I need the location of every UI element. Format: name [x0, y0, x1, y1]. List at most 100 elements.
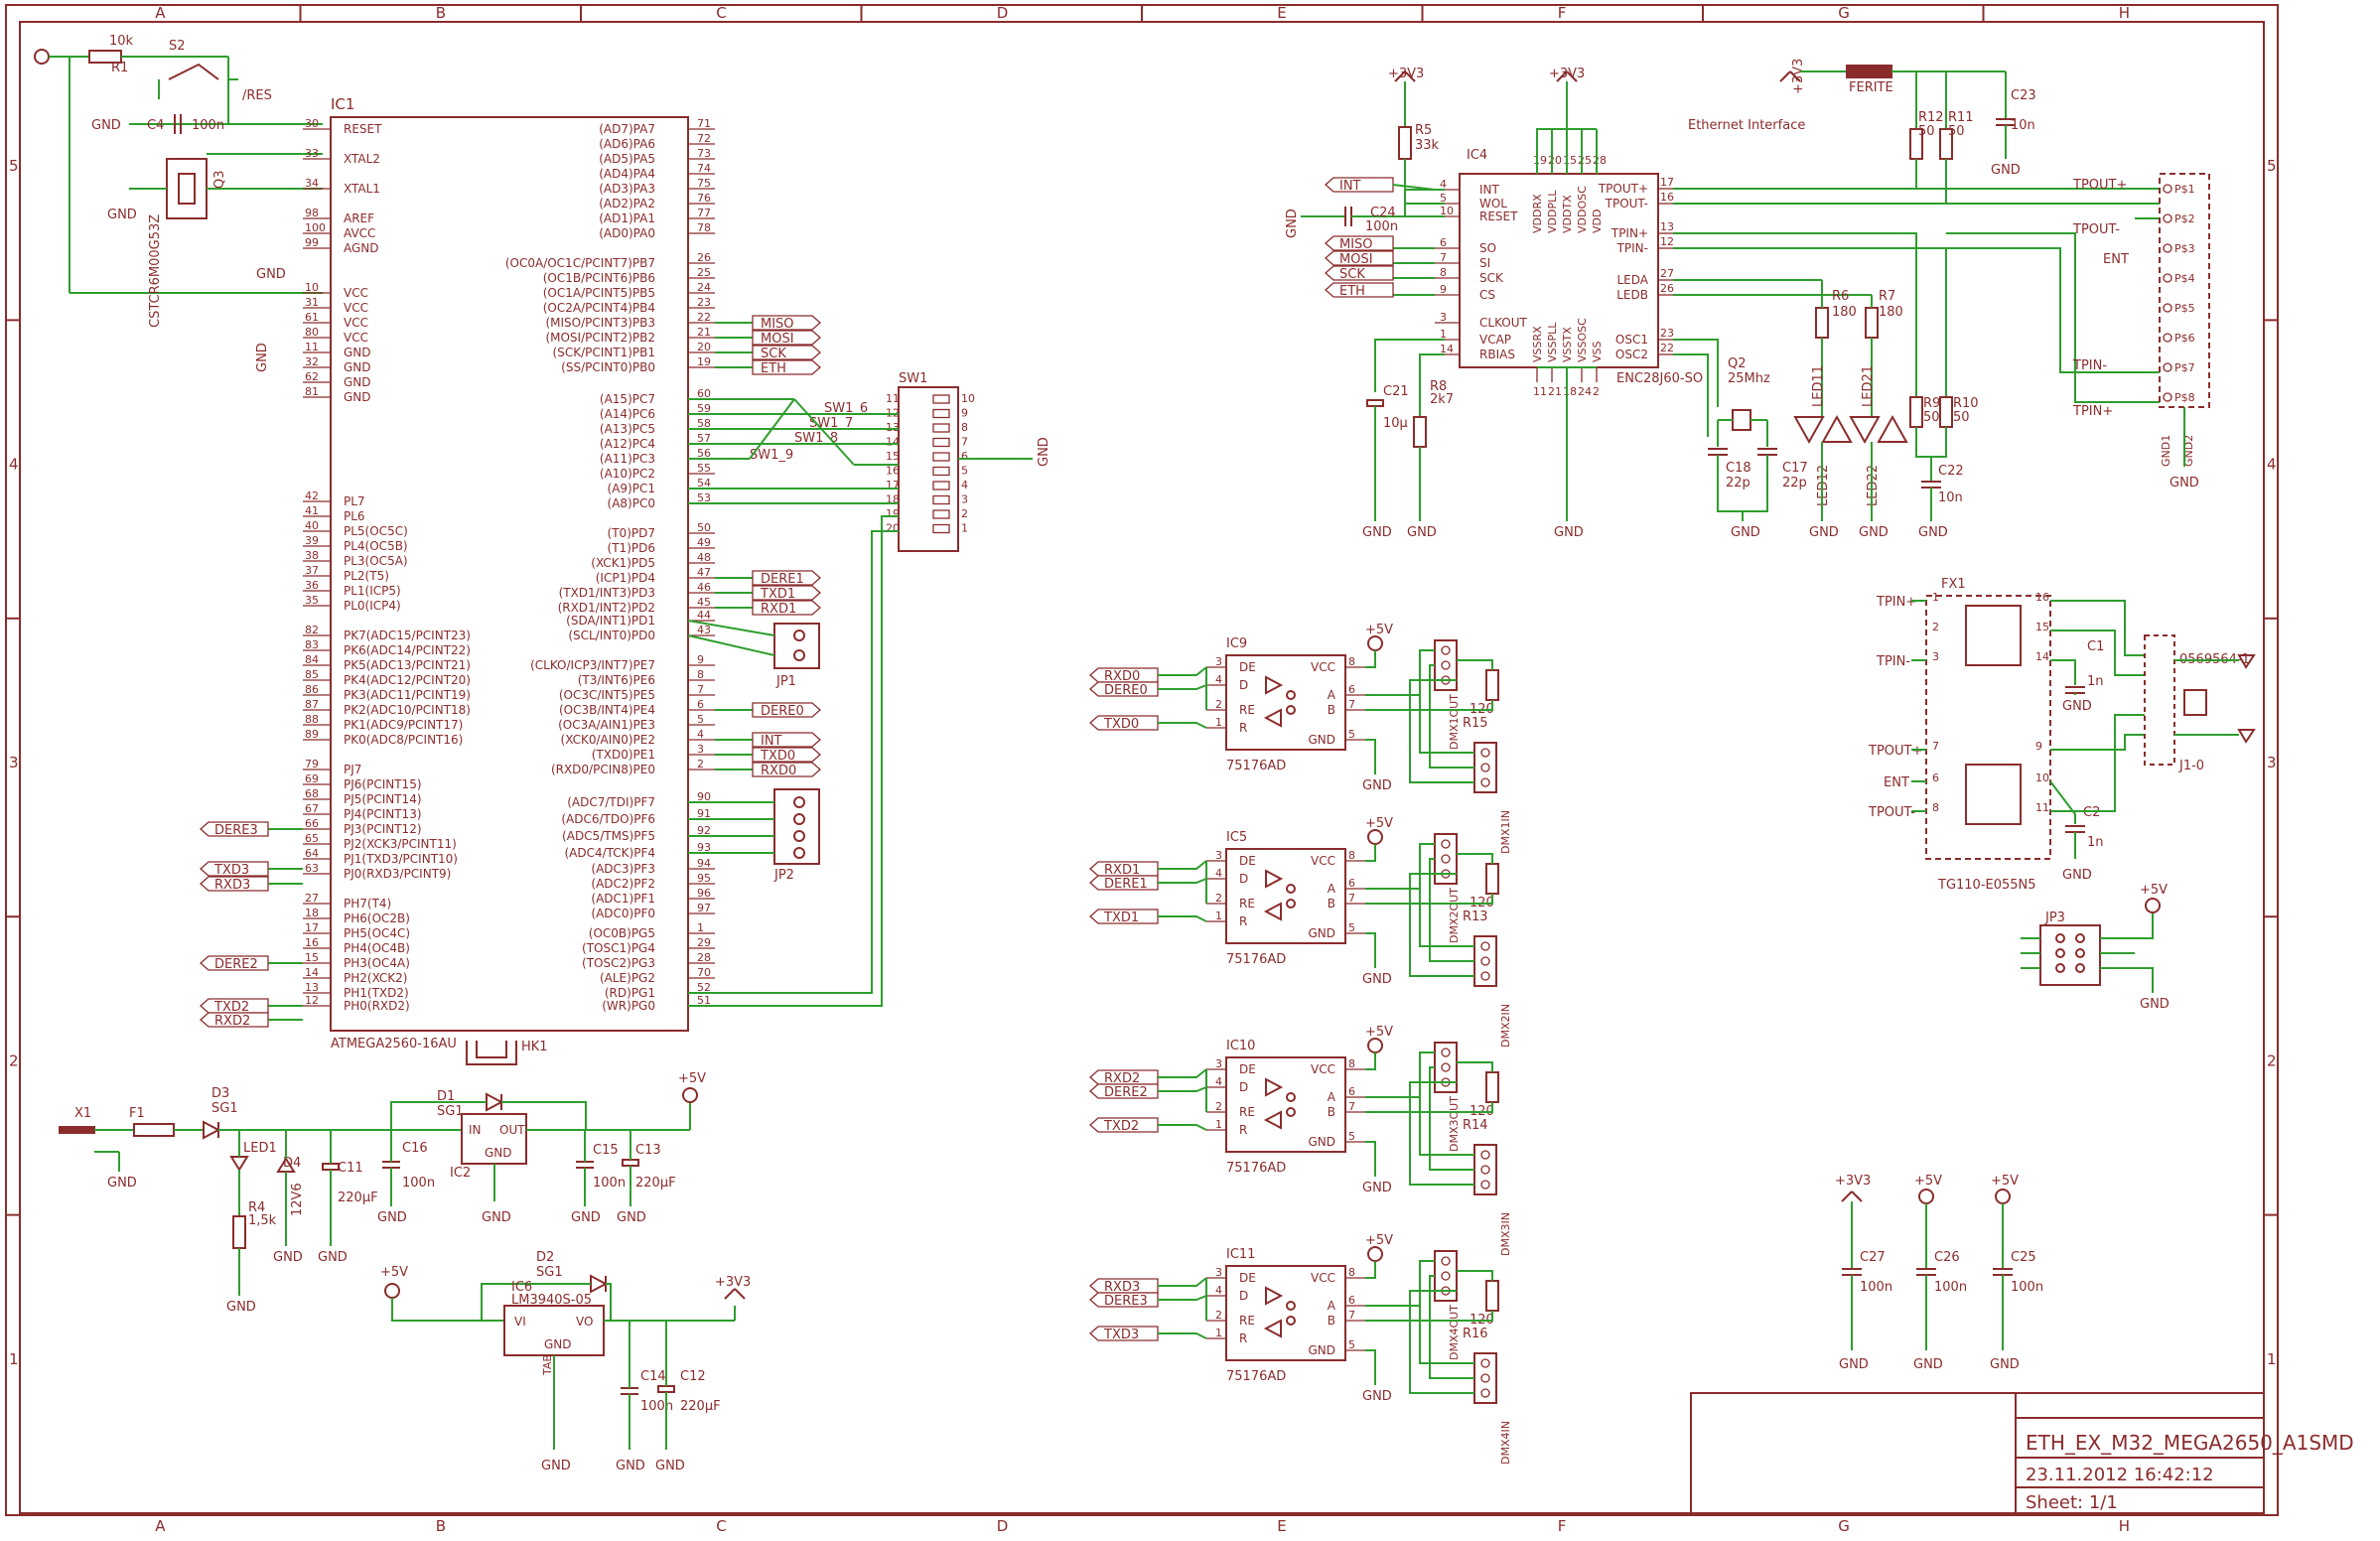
connector-x1: [59, 1126, 95, 1134]
ic1-pin-number: 74: [697, 162, 711, 175]
ic1-pin-number: 86: [305, 683, 319, 696]
rs485-pin-number: 6: [1348, 683, 1355, 696]
ic4-pin-name: VDDTX: [1561, 195, 1574, 233]
ic4-pin-number: 2: [1593, 385, 1600, 398]
net-wire: [1158, 666, 1207, 676]
ic4-pin-name: LEDB: [1616, 288, 1648, 302]
rs485-pin-number: 7: [1348, 698, 1355, 711]
grid-column-bottom: B: [436, 1517, 446, 1535]
r1-ref: R1: [111, 61, 128, 75]
ic4-net-label: ETH: [1339, 284, 1365, 299]
ic4-pin-name: TPIN-: [1616, 241, 1648, 255]
net-label-pd-flag: [752, 600, 821, 616]
sw1-ref: SW1: [899, 371, 927, 386]
d4-value: 12V6: [290, 1183, 305, 1216]
diode-d3: [203, 1120, 221, 1140]
ic1-value: ATMEGA2560-16AU: [331, 1037, 457, 1051]
ic6-vi: VI: [514, 1315, 526, 1329]
gnd-c25: GND: [1990, 1357, 2020, 1372]
gnd-r8: GND: [1407, 525, 1437, 540]
terminator-resistor: [1485, 1280, 1499, 1312]
rs485-value: 75176AD: [1226, 1369, 1286, 1384]
ic4-pin-name: WOL: [1479, 197, 1507, 210]
ic1-pin-number: 7: [697, 683, 704, 696]
net-wire: [1429, 1112, 1474, 1171]
ic4-pin-name: RESET: [1479, 210, 1518, 223]
jack-led-1-icon: [2237, 654, 2256, 669]
rs485-pin-number: 3: [1215, 1057, 1222, 1070]
sw1-pin-right: 2: [961, 507, 968, 520]
c16-value: 100n: [402, 1176, 435, 1191]
tpout-minus-label: TPOUT-: [2072, 222, 2120, 237]
rs485-pin-name: A: [1328, 882, 1336, 896]
d1-value: SG1: [437, 1104, 464, 1119]
ic1-pin-number: 26: [697, 251, 711, 264]
rs485-pin-number: 3: [1215, 655, 1222, 668]
gnd-c4: GND: [91, 118, 121, 133]
gnd-c11: GND: [318, 1250, 348, 1265]
ic1-pin-number: 100: [305, 221, 326, 234]
fx-pin-2: 2: [1932, 621, 1939, 633]
r10-ref: R10: [1953, 396, 1979, 411]
rs485-pin-name: DE: [1239, 1062, 1256, 1076]
ic4-pin-name: CLKOUT: [1479, 316, 1528, 330]
ic1-pin-name: (TXD1/INT3)PD3: [559, 586, 655, 600]
pconn-gnd1: GND1: [2160, 435, 2172, 467]
rs485-pin-name: D: [1239, 1080, 1248, 1094]
net-label-left-flag: [200, 821, 269, 837]
dmx-in-connector: [1473, 935, 1497, 987]
c15-value: 100n: [593, 1176, 626, 1191]
sw1-pin-left: 19: [886, 507, 900, 520]
rs485-pin-name: B: [1328, 1314, 1335, 1328]
c2-ref: C2: [2083, 805, 2100, 820]
led-led22: [1877, 414, 1908, 443]
rs485-pin-number: 8: [1348, 655, 1355, 668]
ic1-pin-number: 3: [697, 743, 704, 756]
ic1-pin-number: 80: [305, 326, 319, 339]
ic4-pin-number: 21: [1548, 385, 1562, 398]
ic1-pin-number: 60: [697, 387, 711, 400]
sw1-pin-left: 17: [886, 479, 900, 491]
fx-pin-15: 15: [2035, 621, 2049, 633]
ic1-pin-number: 34: [305, 177, 319, 190]
sw1-toggle-icon: [932, 523, 950, 534]
fx-tpin-minus: TPIN-: [1876, 654, 1910, 669]
ic1-pin-number: 48: [697, 551, 711, 564]
j1-ref: J1-0: [2178, 759, 2204, 773]
gnd-c1: GND: [2062, 699, 2092, 714]
gnd-c21: GND: [1362, 525, 1392, 540]
ic1-pin-name: (AD7)PA7: [599, 122, 655, 136]
ic1-net-labels: MISOMOSISCKETHDERE1TXD1RXD1DERE0INTTXD0R…: [200, 315, 821, 1029]
grid-column-bottom: G: [1838, 1517, 1850, 1535]
c21-ref: C21: [1383, 384, 1409, 399]
rs485-p5v: +5V: [1365, 1233, 1393, 1248]
dmx-in-connector: [1473, 1144, 1497, 1195]
receiver-buffer-icon: [1263, 902, 1282, 921]
ic1-pin-name: (RD)PG1: [605, 986, 655, 1000]
s2-ref: S2: [169, 39, 186, 54]
sw1-label-6: SW1_6: [824, 401, 868, 416]
ic4-pin-name: VSSPLL: [1546, 322, 1559, 362]
ic1-pin-number: 69: [305, 772, 319, 785]
p3v3-ic6: +3V3: [715, 1275, 751, 1290]
pconn-pin-name: P$4: [2174, 272, 2195, 285]
sw1-pin-left: 20: [886, 522, 900, 535]
ic1-pin-name: (MISO/PCINT3)PB3: [545, 316, 655, 330]
ic4-pin-number: 22: [1660, 342, 1674, 354]
net-wire: [1365, 1275, 1435, 1322]
rs485-pin-number: 4: [1215, 867, 1222, 880]
r6-ref: R6: [1832, 289, 1849, 304]
ferrite-bead: [1846, 65, 1892, 78]
q2-value: 25Mhz: [1728, 371, 1770, 386]
grid-row-right: 3: [2267, 754, 2277, 771]
ic1-pin-number: 30: [305, 117, 319, 130]
rs485-pin-name: RE: [1239, 1314, 1255, 1328]
ic1-pin-number: 17: [305, 921, 319, 934]
net-label-left-flag: [200, 1012, 269, 1028]
grid-row-right: 4: [2267, 456, 2277, 474]
resistor-r5: [1398, 126, 1412, 160]
sw1-toggle-icon: [932, 408, 950, 419]
c11-ref: C11: [338, 1161, 363, 1176]
